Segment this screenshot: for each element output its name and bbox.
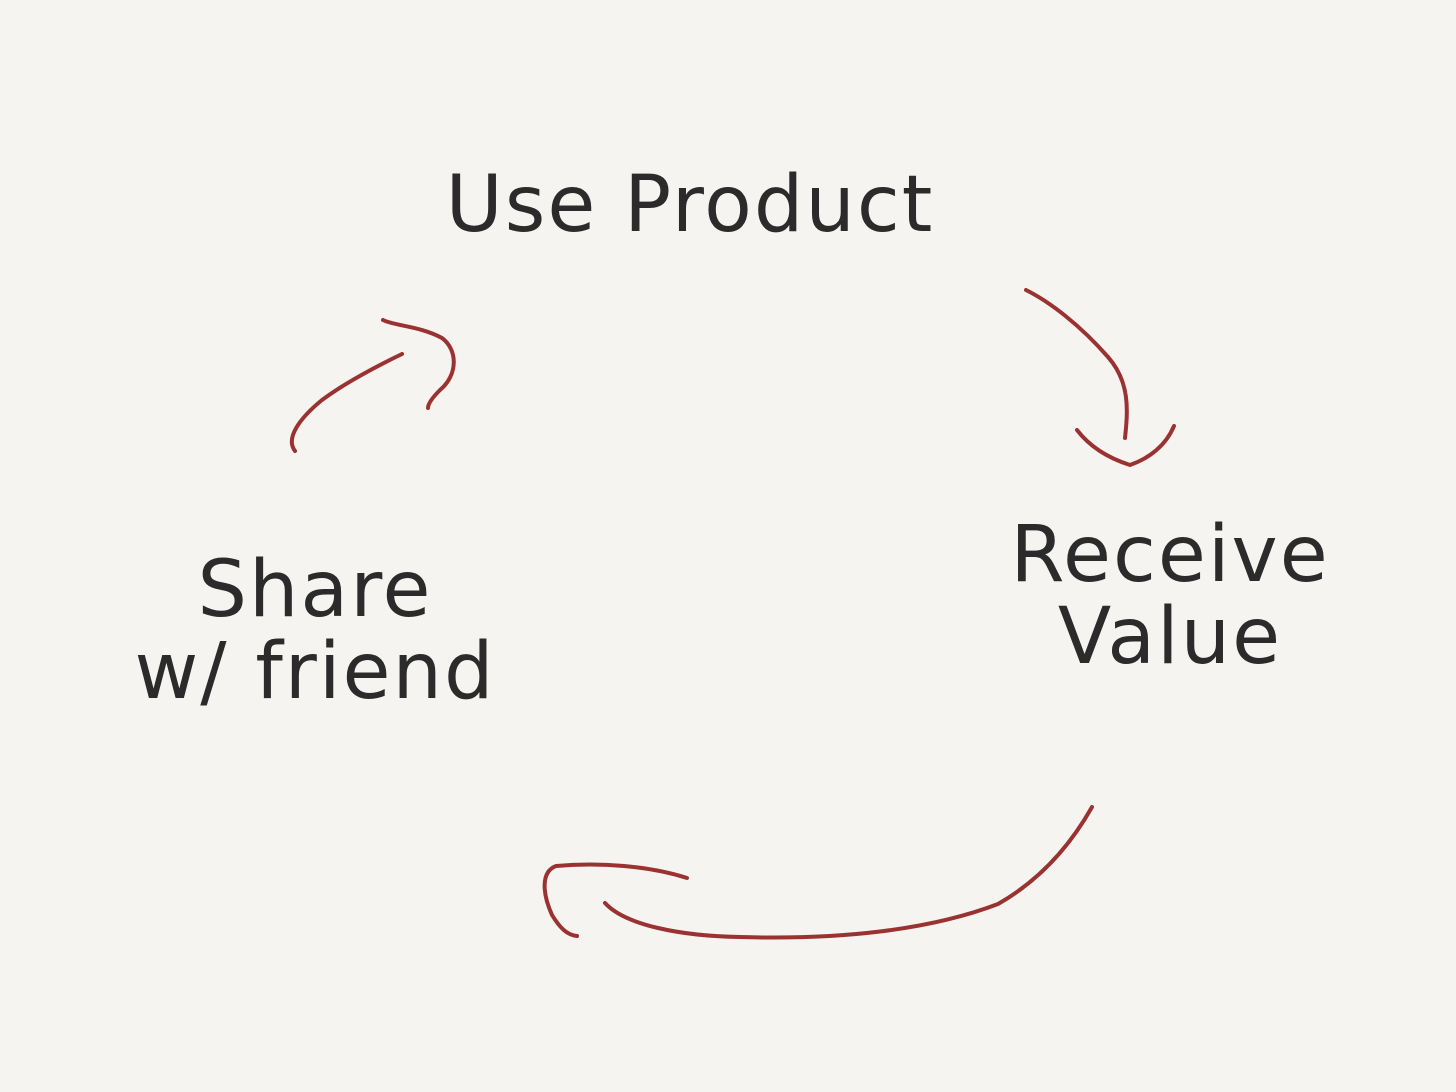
- node-receive-value-line-2: Value: [1057, 591, 1283, 682]
- node-share: Share w/ friend: [120, 545, 510, 717]
- node-use-product: Use Product: [430, 160, 950, 250]
- node-share-line-1: Share: [197, 545, 433, 635]
- arrow-receive-to-share: [542, 805, 1094, 940]
- node-receive-value-line-1: Receive: [1010, 510, 1330, 600]
- node-share-line-2: w/ friend: [134, 626, 496, 717]
- node-receive-value: Receive Value: [1005, 510, 1335, 682]
- arrow-share-to-use: [289, 318, 456, 453]
- node-use-product-line-1: Use Product: [445, 160, 935, 250]
- arrow-use-to-receive: [1024, 288, 1176, 467]
